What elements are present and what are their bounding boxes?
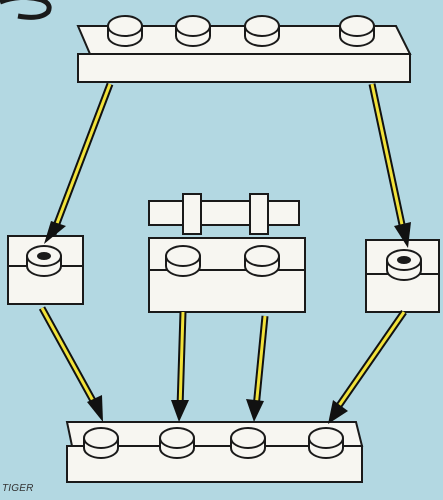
- right-plate-1x1: [365, 239, 440, 313]
- cropped-stud-fragment: [0, 0, 52, 20]
- arrow-top-to-right: [368, 83, 411, 248]
- bottom-plate-1x4: [65, 421, 364, 483]
- arrow-middle-to-bottom-2: [171, 311, 189, 422]
- credit-label: TIGER: [2, 483, 34, 494]
- arrow-right-to-bottom-4: [328, 310, 407, 424]
- middle-plate-with-bar: [148, 193, 306, 313]
- left-plate-1x1: [7, 235, 84, 305]
- arrow-left-to-bottom-1: [38, 306, 103, 422]
- top-plate-1x4: [76, 15, 412, 83]
- arrows: [38, 82, 411, 424]
- arrow-top-to-left: [44, 82, 114, 244]
- arrow-middle-to-bottom-3: [246, 315, 269, 422]
